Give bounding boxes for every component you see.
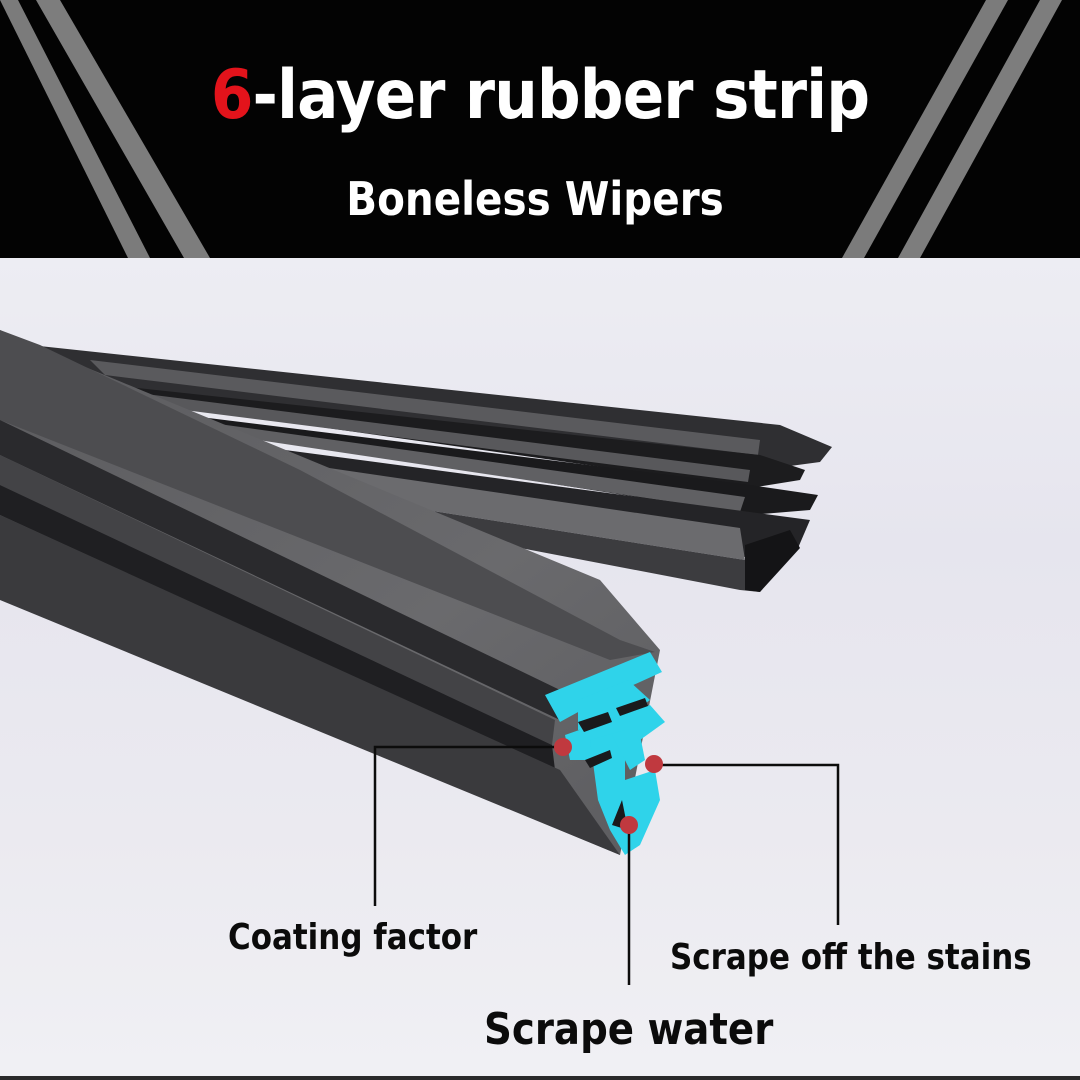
product-photo <box>0 258 1080 1076</box>
callout-dot-water <box>620 816 638 834</box>
callout-label-stains: Scrape off the stains <box>670 937 1032 978</box>
decorative-stripes <box>0 0 1062 258</box>
callout-dot-coating <box>554 738 572 756</box>
headline: 6-layer rubber strip <box>54 62 1026 130</box>
subheadline: Boneless Wipers <box>346 172 724 226</box>
bottom-border <box>0 1076 1080 1080</box>
leader-lines <box>373 745 840 985</box>
headline-text: -layer rubber strip <box>252 56 870 135</box>
callout-label-coating: Coating factor <box>228 917 478 958</box>
header-banner: 6-layer rubber strip Boneless Wipers <box>0 0 1080 258</box>
wiper-strip-illustration <box>0 330 840 985</box>
headline-accent: 6 <box>210 56 254 135</box>
callout-dot-stains <box>645 755 663 773</box>
callout-label-water: Scrape water <box>484 1004 774 1055</box>
cross-section-profile <box>545 652 665 855</box>
